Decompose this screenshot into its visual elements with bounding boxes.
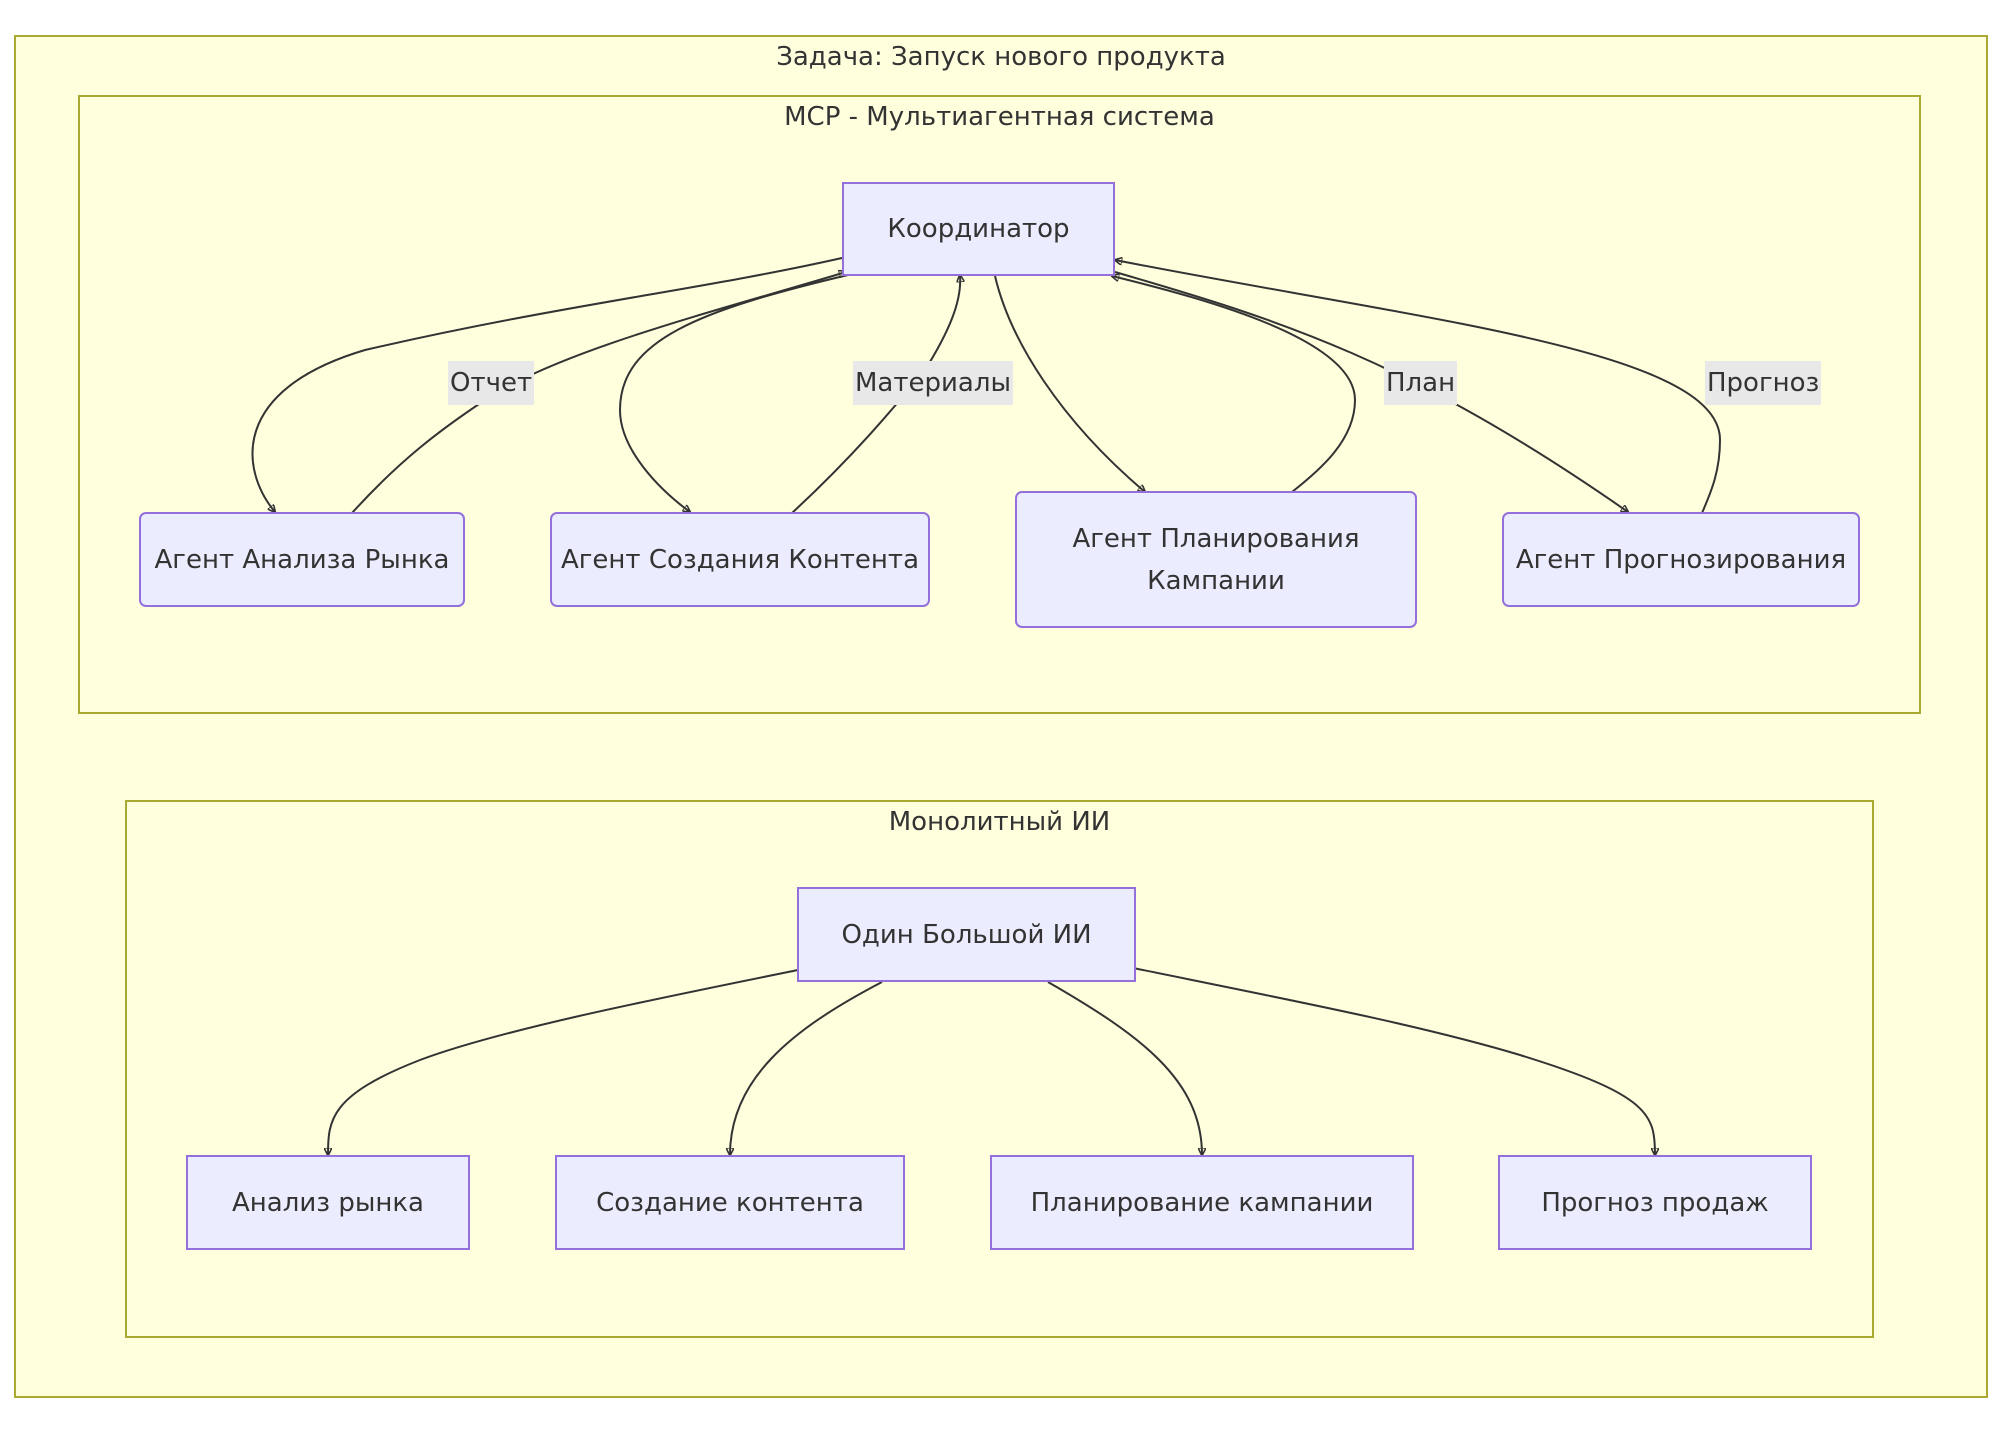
market-agent-label: Агент Анализа Рынка	[154, 544, 450, 575]
task-cluster-title: Задача: Запуск нового продукта	[776, 42, 1226, 72]
edge-big-ai-to-content-creation	[730, 981, 883, 1155]
edge-label-report: Отчет	[448, 361, 535, 405]
edge-coordinator-to-market-agent	[251, 257, 843, 512]
content-agent-node[interactable]: Агент Создания Контента	[550, 512, 930, 607]
coordinator-node[interactable]: Координатор	[842, 182, 1115, 276]
edge-big-ai-to-campaign-planning	[1047, 981, 1202, 1155]
mcp-cluster-title: MCP - Мультиагентная система	[784, 102, 1215, 132]
market-analysis-node[interactable]: Анализ рынка	[186, 1155, 470, 1250]
campaign-planning-node[interactable]: Планирование кампании	[990, 1155, 1414, 1250]
mono-cluster-title: Монолитный ИИ	[888, 807, 1111, 837]
edge-forecast-agent-to-coordinator	[1115, 260, 1722, 514]
edge-coordinator-to-content-agent	[618, 274, 849, 512]
campaign-agent-label-line1: Агент Планирования	[1072, 523, 1360, 554]
edge-coordinator-to-campaign-agent	[994, 275, 1145, 492]
coordinator-label: Координатор	[887, 214, 1070, 244]
edge-label-plan: План	[1384, 361, 1458, 405]
edge-campaign-agent-to-coordinator	[1112, 276, 1357, 493]
edge-label-forecast: Прогноз	[1705, 361, 1822, 405]
edge-big-ai-to-sales-forecast	[1132, 967, 1655, 1155]
sales-forecast-node[interactable]: Прогноз продаж	[1498, 1155, 1812, 1250]
big-ai-label: Один Большой ИИ	[841, 919, 1092, 950]
content-creation-node[interactable]: Создание контента	[555, 1155, 905, 1250]
market-agent-node[interactable]: Агент Анализа Рынка	[139, 512, 465, 607]
edge-coordinator-to-forecast-agent	[1114, 271, 1628, 512]
forecast-agent-node[interactable]: Агент Прогнозирования	[1502, 512, 1860, 607]
market-analysis-label: Анализ рынка	[232, 1187, 424, 1218]
forecast-agent-label: Агент Прогнозирования	[1515, 544, 1847, 575]
content-creation-label: Создание контента	[596, 1187, 864, 1218]
big-ai-node[interactable]: Один Большой ИИ	[797, 887, 1136, 982]
campaign-agent-node[interactable]: Агент Планирования Кампании	[1015, 491, 1417, 628]
content-agent-label: Агент Создания Контента	[560, 544, 920, 575]
campaign-planning-label: Планирование кампании	[1030, 1187, 1374, 1218]
sales-forecast-label: Прогноз продаж	[1541, 1187, 1769, 1218]
campaign-agent-label-line2: Кампании	[1147, 565, 1285, 596]
edge-big-ai-to-market-analysis	[328, 969, 799, 1155]
edge-label-materials: Материалы	[853, 361, 1013, 405]
edge-market-agent-to-coordinator	[351, 272, 846, 514]
